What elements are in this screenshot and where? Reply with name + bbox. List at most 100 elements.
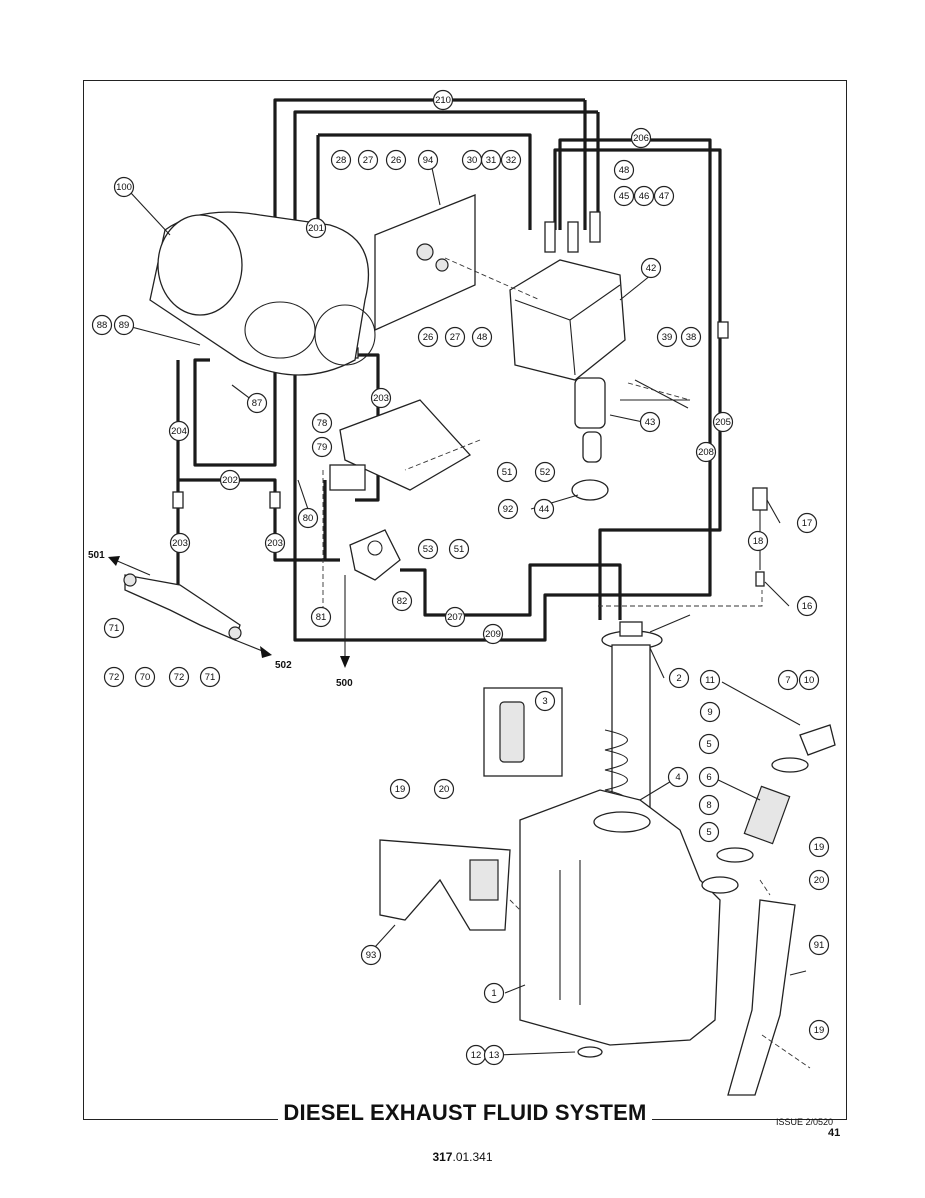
callout-20: 20 bbox=[433, 778, 455, 800]
callout-number: 89 bbox=[119, 320, 130, 331]
callout-number: 16 bbox=[802, 601, 813, 612]
callout-number: 81 bbox=[316, 612, 327, 623]
callout-94: 94 bbox=[417, 149, 439, 171]
callout-205: 205 bbox=[712, 411, 734, 433]
callout-51: 51 bbox=[496, 461, 518, 483]
callout-number: 92 bbox=[503, 504, 514, 515]
callout-30: 30 bbox=[461, 149, 483, 171]
callout-number: 210 bbox=[435, 95, 451, 106]
callout-48: 48 bbox=[613, 159, 635, 181]
callout-5: 5 bbox=[698, 821, 720, 843]
callout-53: 53 bbox=[417, 538, 439, 560]
def-tank bbox=[519, 789, 739, 1058]
callout-number: 27 bbox=[363, 155, 374, 166]
dosing-control-unit bbox=[509, 211, 626, 381]
callout-93: 93 bbox=[360, 944, 382, 966]
breather-assembly bbox=[752, 487, 768, 587]
callout-number: 9 bbox=[707, 707, 712, 718]
callout-number: 71 bbox=[109, 623, 120, 634]
callout-number: 6 bbox=[706, 772, 711, 783]
callout-number: 5 bbox=[706, 739, 711, 750]
callout-number: 72 bbox=[109, 672, 120, 683]
callout-39: 39 bbox=[656, 326, 678, 348]
callout-number: 19 bbox=[395, 784, 406, 795]
callout-number: 209 bbox=[485, 629, 501, 640]
callout-16: 16 bbox=[796, 595, 818, 617]
callout-number: 3 bbox=[542, 696, 547, 707]
callout-26: 26 bbox=[417, 326, 439, 348]
callout-43: 43 bbox=[639, 411, 661, 433]
callout-70: 70 bbox=[134, 666, 156, 688]
callout-100: 100 bbox=[113, 176, 135, 198]
callout-number: 12 bbox=[471, 1050, 482, 1061]
callout-number: 91 bbox=[814, 940, 825, 951]
callout-number: 203 bbox=[267, 538, 283, 549]
callout-number: 53 bbox=[423, 544, 434, 555]
callout-number: 87 bbox=[252, 398, 263, 409]
issue-label: ISSUE 2/0520 bbox=[776, 1117, 834, 1127]
callout-31: 31 bbox=[480, 149, 502, 171]
callout-number: 4 bbox=[675, 772, 680, 783]
callout-12: 12 bbox=[465, 1044, 487, 1066]
level-sensor-unit bbox=[601, 614, 691, 816]
callout-number: 78 bbox=[317, 418, 328, 429]
callout-number: 8 bbox=[706, 800, 711, 811]
callout-46: 46 bbox=[633, 185, 655, 207]
callout-81: 81 bbox=[310, 606, 332, 628]
callout-19: 19 bbox=[808, 836, 830, 858]
callout-number: 48 bbox=[619, 165, 630, 176]
callout-number: 70 bbox=[140, 672, 151, 683]
callout-71: 71 bbox=[199, 666, 221, 688]
part-number-rest: .01.341 bbox=[452, 1150, 493, 1164]
callout-number: 72 bbox=[174, 672, 185, 683]
callout-18: 18 bbox=[747, 530, 769, 552]
callout-87: 87 bbox=[246, 392, 268, 414]
document-part-number: 317.01.341 bbox=[0, 1150, 925, 1164]
callout-2: 2 bbox=[668, 667, 690, 689]
callout-number: 20 bbox=[814, 875, 825, 886]
callout-number: 208 bbox=[698, 447, 714, 458]
callout-number: 46 bbox=[639, 191, 650, 202]
callout-number: 32 bbox=[506, 155, 517, 166]
callout-72: 72 bbox=[103, 666, 125, 688]
callout-28: 28 bbox=[330, 149, 352, 171]
callout-number: 42 bbox=[646, 263, 657, 274]
callout-number: 10 bbox=[804, 675, 815, 686]
callout-20: 20 bbox=[808, 869, 830, 891]
callout-number: 44 bbox=[539, 504, 550, 515]
callout-number: 39 bbox=[662, 332, 673, 343]
callout-number: 5 bbox=[706, 827, 711, 838]
callout-19: 19 bbox=[389, 778, 411, 800]
callout-number: 82 bbox=[397, 596, 408, 607]
callout-leaders bbox=[123, 167, 807, 1056]
callout-208: 208 bbox=[695, 441, 717, 463]
callout-number: 20 bbox=[439, 784, 450, 795]
callout-number: 205 bbox=[715, 417, 731, 428]
callout-number: 204 bbox=[171, 426, 187, 437]
callout-207: 207 bbox=[444, 606, 466, 628]
callout-number: 203 bbox=[172, 538, 188, 549]
callout-1: 1 bbox=[483, 982, 505, 1004]
hose-routing bbox=[176, 98, 722, 642]
callout-number: 48 bbox=[477, 332, 488, 343]
callout-202: 202 bbox=[219, 469, 241, 491]
callout-number: 80 bbox=[303, 513, 314, 524]
callout-number: 30 bbox=[467, 155, 478, 166]
callout-number: 201 bbox=[308, 223, 324, 234]
flow-label-502: 502 bbox=[275, 660, 292, 671]
callout-number: 51 bbox=[454, 544, 465, 555]
callout-number: 202 bbox=[222, 475, 238, 486]
callout-27: 27 bbox=[357, 149, 379, 171]
callout-27: 27 bbox=[444, 326, 466, 348]
callout-number: 79 bbox=[317, 442, 328, 453]
callout-number: 27 bbox=[450, 332, 461, 343]
valve-bracket bbox=[329, 399, 472, 491]
callout-number: 38 bbox=[686, 332, 697, 343]
callout-11: 11 bbox=[699, 669, 721, 691]
callout-26: 26 bbox=[385, 149, 407, 171]
callout-203: 203 bbox=[370, 387, 392, 409]
def-heater-housing bbox=[149, 211, 376, 376]
callout-203: 203 bbox=[169, 532, 191, 554]
callout-number: 17 bbox=[802, 518, 813, 529]
